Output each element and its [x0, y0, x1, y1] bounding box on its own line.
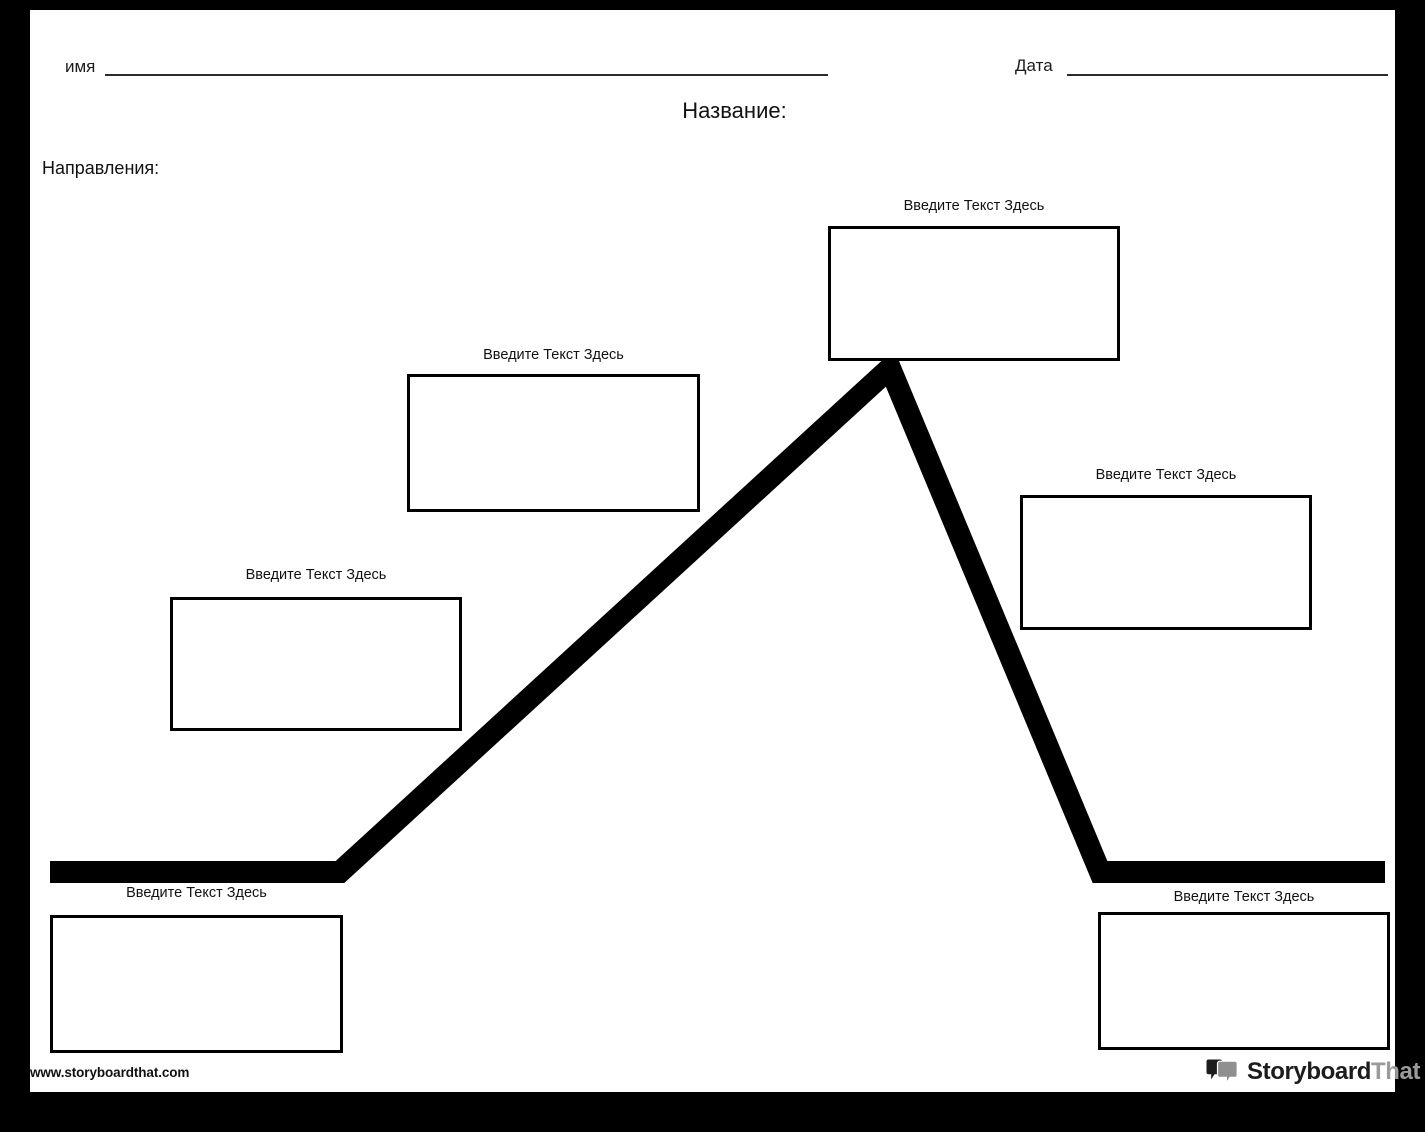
date-field-label: Дата	[1015, 56, 1053, 75]
box-climax[interactable]	[828, 226, 1120, 361]
box-climax-group: Введите Текст Здесь	[828, 199, 1120, 361]
box-resolution-group: Введите Текст Здесь	[1098, 890, 1390, 1050]
storyboardthat-logo: StoryboardThat	[1205, 1055, 1420, 1089]
directions-label: Направления:	[42, 158, 160, 178]
date-input-line[interactable]	[1067, 74, 1388, 76]
box-resolution[interactable]	[1098, 912, 1390, 1050]
box-rising-action-1[interactable]	[170, 597, 462, 731]
worksheet-paper: имя Дата Название: Направления: Введите …	[30, 10, 1420, 1092]
box-rising-action-2-label: Введите Текст Здесь	[483, 347, 624, 363]
box-rising-action-2-group: Введите Текст Здесь	[407, 348, 700, 512]
box-rising-action-2[interactable]	[407, 374, 700, 512]
logo-word-that: That	[1371, 1058, 1421, 1085]
box-rising-action-1-label: Введите Текст Здесь	[245, 567, 387, 583]
page-title: Название:	[30, 98, 1395, 124]
page-title-text: Название:	[682, 98, 787, 123]
name-input-line[interactable]	[105, 74, 828, 76]
box-exposition-label: Введите Текст Здесь	[126, 885, 267, 901]
box-resolution-label: Введите Текст Здесь	[1173, 889, 1315, 905]
logo-wordmark: StoryboardThat	[1247, 1060, 1420, 1084]
box-rising-action-1-group: Введите Текст Здесь	[170, 568, 462, 731]
box-falling-action-group: Введите Текст Здесь	[1020, 468, 1312, 630]
box-exposition-group: Введите Текст Здесь	[50, 886, 343, 1053]
box-climax-label: Введите Текст Здесь	[903, 198, 1045, 214]
site-url-watermark: www.storyboardthat.com	[30, 1065, 190, 1080]
speech-bubbles-icon	[1206, 1059, 1238, 1085]
name-field-label: имя	[65, 57, 96, 76]
logo-word-storyboard: Storyboard	[1247, 1058, 1372, 1085]
box-falling-action[interactable]	[1020, 495, 1312, 630]
box-exposition[interactable]	[50, 915, 343, 1053]
box-falling-action-label: Введите Текст Здесь	[1095, 467, 1237, 483]
